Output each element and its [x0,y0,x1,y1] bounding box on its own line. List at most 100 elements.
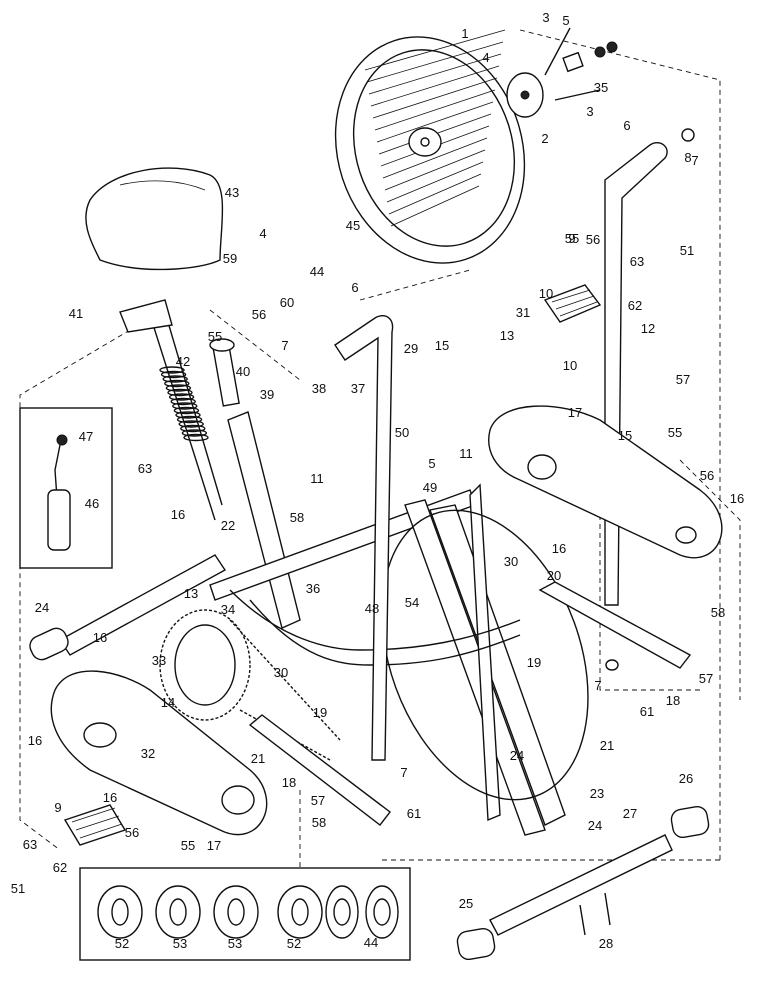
callout-label: 42 [176,354,190,369]
flywheel-grille-line [382,137,488,179]
callout-label: 30 [274,665,288,680]
assembly-guide-lines [19,29,741,870]
center-handlebar [334,314,394,761]
chain-guard-left [50,670,268,836]
callout-label: 24 [510,748,524,763]
callout-label: 14 [161,695,175,710]
callout-label: 24 [35,600,49,615]
callout-label: 52 [287,936,301,951]
bushing-outer [97,885,143,939]
front-stabilizer [456,805,710,961]
callout-label: 55 [565,231,579,246]
callout-label: 16 [93,630,107,645]
bushing-bore [111,898,129,926]
callout-label: 63 [23,837,37,852]
callout-label: 3 [542,10,549,25]
callout-label: 45 [346,218,360,233]
callout-label: 17 [568,405,582,420]
bushing-inset [79,867,411,961]
bushing-outer [325,885,359,939]
callout-label: 28 [599,936,613,951]
callout-label: 31 [516,305,530,320]
seat-post [119,299,223,521]
callout-label: 5 [428,456,435,471]
flywheel-grille-line [372,77,498,119]
callout-label: 7 [400,765,407,780]
callout-label: 9 [54,800,61,815]
spring-coil [175,411,201,419]
pedal-bottom [63,804,127,846]
callout-label: 11 [310,471,324,486]
flywheel-grille-line [374,89,496,131]
callout-label: 47 [79,429,93,444]
callout-label: 19 [313,705,327,720]
callout-label: 11 [459,446,473,461]
pop-pin [209,338,240,407]
spring-coil [178,420,204,428]
spring-coil [164,379,190,388]
callout-label: 57 [676,372,690,387]
callout-label: 16 [171,507,185,522]
callout-label: 13 [184,586,198,601]
flywheel-grille-line [366,41,504,83]
callout-label: 21 [600,738,614,753]
callout-label: 17 [207,838,221,853]
callout-label: 58 [290,510,304,525]
callout-label: 56 [586,232,600,247]
callout-label: 7 [691,153,698,168]
callout-label: 55 [208,329,222,344]
bushing-outer [277,885,323,939]
spring-coil [165,384,192,392]
callout-label: 33 [152,653,166,668]
callout-label: 37 [351,381,365,396]
callout-label: 60 [280,295,294,310]
callout-label: 27 [623,806,637,821]
callout-label: 35 [594,80,608,95]
callout-label: 40 [236,364,250,379]
callout-label: 4 [482,50,489,65]
bushing-bore [373,898,391,926]
callout-label: 63 [138,461,152,476]
callout-label: 52 [115,936,129,951]
tension-inset [19,407,113,569]
callout-label: 16 [28,733,42,748]
callout-label: 16 [552,541,566,556]
callout-label: 57 [699,671,713,686]
callout-label: 7 [281,338,288,353]
callout-label: 43 [225,185,239,200]
callout-label: 13 [500,328,514,343]
bushing-outer [365,885,399,939]
callout-label: 56 [700,468,714,483]
callout-label: 23 [590,786,604,801]
flywheel-grille-line [386,161,484,203]
callout-label: 56 [252,307,266,322]
callout-label: 4 [259,226,266,241]
flywheel-grille-line [376,101,494,143]
callout-label: 58 [312,815,326,830]
callout-label: 21 [251,751,265,766]
callout-label: 5 [562,13,569,28]
bushing-outer [213,885,259,939]
callout-label: 15 [435,338,449,353]
bushing-bore [169,898,187,926]
spring-coil [168,393,195,401]
main-frame [209,411,589,836]
callout-label: 51 [680,243,694,258]
callout-label: 18 [666,693,680,708]
callout-label: 55 [181,838,195,853]
chain-guard-right [488,405,723,559]
spring-coil [180,424,206,433]
callout-label: 49 [423,480,437,495]
callout-label: 58 [711,605,725,620]
callout-label: 6 [623,118,630,133]
spring-coil [176,415,203,424]
flywheel-grille-line [388,173,482,215]
callout-label: 56 [125,825,139,840]
callout-label: 3 [586,104,593,119]
flywheel-grille-line [368,53,502,95]
callout-label: 26 [679,771,693,786]
callout-label: 30 [504,554,518,569]
callout-label: 10 [539,286,553,301]
